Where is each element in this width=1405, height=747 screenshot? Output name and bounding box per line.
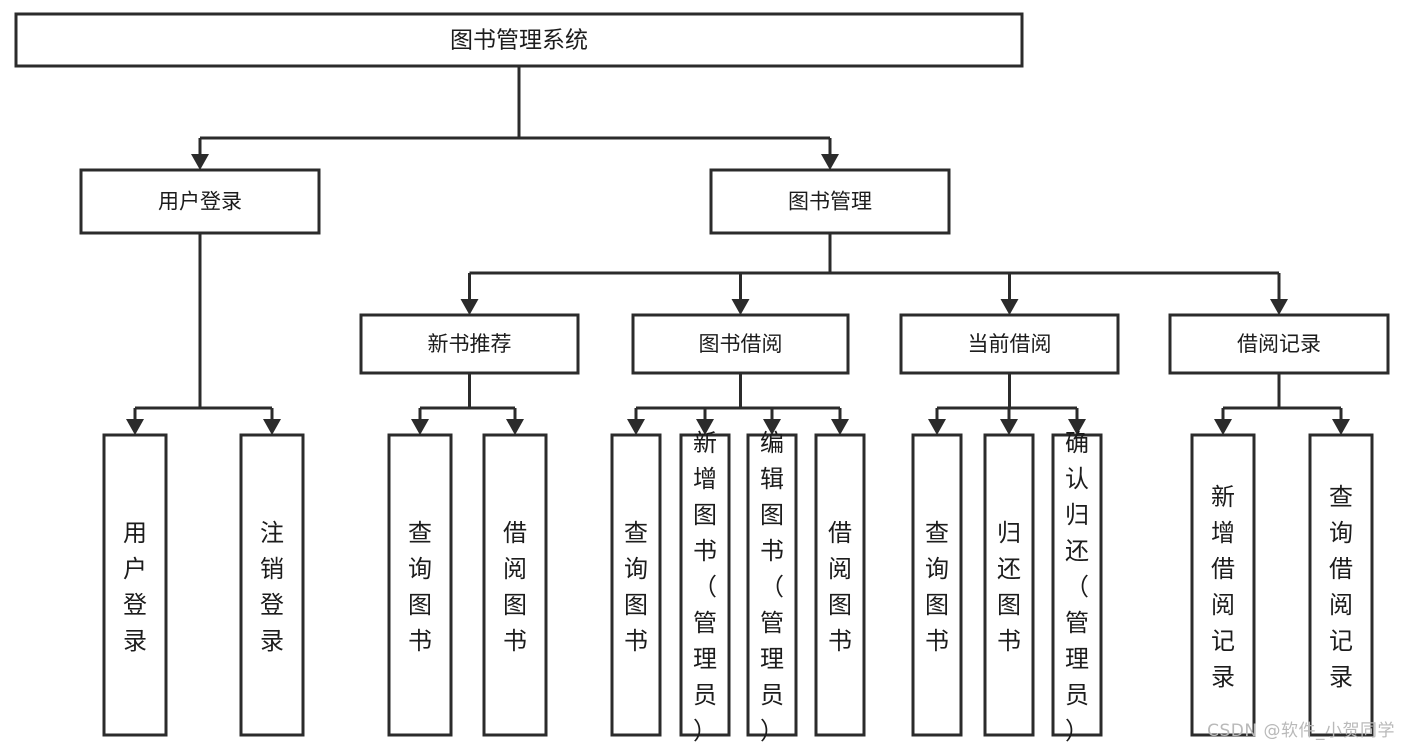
leaf-node-9[interactable]: 归还图书	[983, 433, 1035, 737]
leaf-node-8[interactable]: 查询图书	[911, 433, 963, 737]
arrow-head-icon	[263, 419, 281, 435]
leaf-label: 借阅图书	[828, 519, 852, 655]
node-box	[631, 313, 850, 375]
leaf-label: 查询图书	[624, 519, 648, 655]
node-box	[709, 168, 951, 235]
leaf-label: 归还图书	[997, 519, 1021, 655]
arrow-head-icon	[928, 419, 946, 435]
node-label: 图书借阅	[699, 332, 783, 356]
leaf-label: 查询图书	[925, 519, 949, 655]
leaf-node-1[interactable]: 注销登录	[239, 433, 305, 737]
node-box	[610, 433, 662, 737]
node-box	[1190, 433, 1256, 737]
node-box	[482, 433, 548, 737]
level2-node-3[interactable]: 借阅记录	[1168, 313, 1390, 375]
leaf-label: 新增图书（管理员）	[693, 429, 717, 745]
leaf-node-7[interactable]: 借阅图书	[814, 433, 866, 737]
node-label: 借阅记录	[1237, 332, 1321, 356]
level1-node-1[interactable]: 图书管理	[709, 168, 951, 235]
level2-node-0[interactable]: 新书推荐	[359, 313, 580, 375]
leaf-node-0[interactable]: 用户登录	[102, 433, 168, 737]
arrow-head-icon	[731, 299, 750, 315]
node-box	[102, 433, 168, 737]
root-node-book-management-system[interactable]: 图书管理系统	[14, 12, 1024, 68]
leaf-label: 确认归还（管理员）	[1065, 429, 1089, 745]
arrow-head-icon	[821, 154, 839, 170]
node-box	[14, 12, 1024, 68]
leaf-node-11[interactable]: 新增借阅记录	[1190, 433, 1256, 737]
node-box	[1168, 313, 1390, 375]
level1-node-0[interactable]: 用户登录	[79, 168, 321, 235]
connector-layer	[126, 66, 1350, 435]
leaf-node-2[interactable]: 查询图书	[387, 433, 453, 737]
arrow-head-icon	[191, 154, 209, 170]
arrow-head-icon	[460, 299, 479, 315]
leaf-node-10[interactable]: 确认归还（管理员）	[1051, 429, 1103, 745]
node-box	[911, 433, 963, 737]
node-box	[79, 168, 321, 235]
leaf-label: 查询借阅记录	[1329, 483, 1353, 691]
arrow-head-icon	[831, 419, 849, 435]
leaf-label: 新增借阅记录	[1211, 483, 1235, 691]
node-box	[679, 433, 731, 737]
node-box	[1051, 433, 1103, 737]
node-box	[359, 313, 580, 375]
arrow-head-icon	[506, 419, 524, 435]
node-layer: 图书管理系统用户登录图书管理新书推荐图书借阅当前借阅借阅记录用户登录注销登录查询…	[14, 12, 1390, 745]
node-label: 新书推荐	[428, 332, 512, 356]
leaf-node-6[interactable]: 编辑图书（管理员）	[746, 429, 798, 745]
leaf-label: 编辑图书（管理员）	[760, 429, 784, 745]
node-box	[239, 433, 305, 737]
node-label: 图书管理系统	[450, 28, 588, 54]
arrow-head-icon	[411, 419, 429, 435]
arrow-head-icon	[1000, 419, 1018, 435]
arrow-head-icon	[763, 419, 781, 435]
node-label: 图书管理	[788, 190, 872, 214]
arrow-head-icon	[1214, 419, 1232, 435]
node-label: 用户登录	[158, 190, 242, 214]
arrow-head-icon	[126, 419, 144, 435]
leaf-label: 借阅图书	[503, 519, 527, 655]
arrow-head-icon	[1270, 299, 1288, 315]
leaf-node-5[interactable]: 新增图书（管理员）	[679, 429, 731, 745]
leaf-label: 查询图书	[408, 519, 432, 655]
level2-node-1[interactable]: 图书借阅	[631, 313, 850, 375]
arrow-head-icon	[1068, 419, 1086, 435]
arrow-head-icon	[627, 419, 645, 435]
leaf-label: 用户登录	[123, 519, 147, 655]
node-box	[983, 433, 1035, 737]
leaf-node-12[interactable]: 查询借阅记录	[1308, 433, 1374, 737]
arrow-head-icon	[696, 419, 714, 435]
arrow-head-icon	[1332, 419, 1350, 435]
node-label: 当前借阅	[968, 332, 1052, 356]
level2-node-2[interactable]: 当前借阅	[899, 313, 1120, 375]
node-box	[814, 433, 866, 737]
leaf-label: 注销登录	[260, 519, 284, 655]
node-box	[387, 433, 453, 737]
node-box	[1308, 433, 1374, 737]
leaf-node-3[interactable]: 借阅图书	[482, 433, 548, 737]
arrow-head-icon	[1000, 299, 1019, 315]
node-box	[899, 313, 1120, 375]
node-box	[746, 433, 798, 737]
leaf-node-4[interactable]: 查询图书	[610, 433, 662, 737]
